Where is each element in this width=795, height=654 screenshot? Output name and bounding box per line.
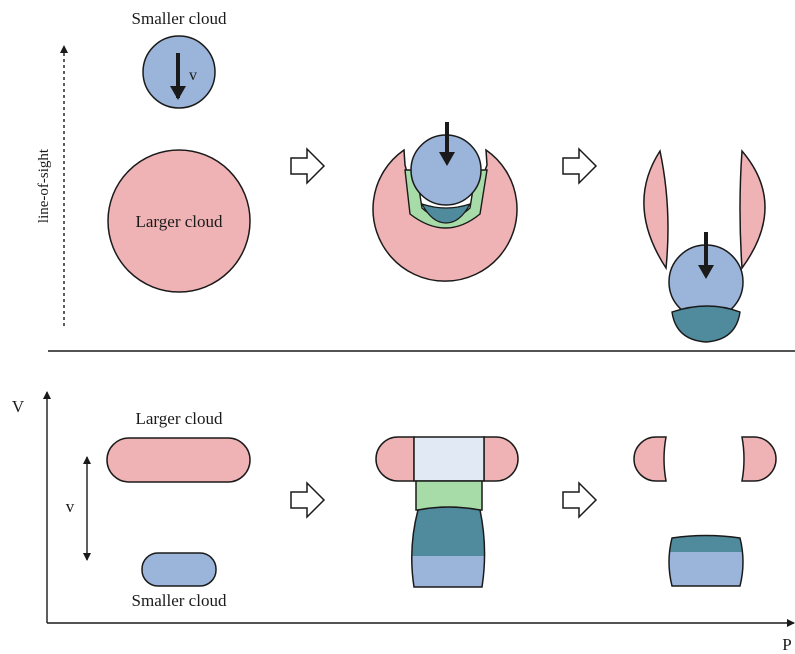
- emerging-cloud-pv: [669, 535, 743, 586]
- compressed-layer-pv: [415, 480, 483, 511]
- larger-cloud-pv-right-fragment: [741, 436, 777, 482]
- smaller-cloud-pv: [141, 552, 217, 587]
- process-arrow-icon-4: [562, 481, 598, 519]
- velocity-arrow-head-3: [698, 265, 714, 279]
- velocity-arrow-head: [170, 86, 186, 100]
- larger-cloud-fragment-right: [739, 149, 766, 271]
- larger-cloud-label-top: Larger cloud: [135, 212, 223, 231]
- process-arrow-icon: [290, 147, 326, 185]
- smaller-cloud-label-bottom: Smaller cloud: [132, 591, 227, 610]
- dense-cap: [671, 305, 741, 343]
- y-axis-label: V: [12, 397, 25, 416]
- larger-cloud-fragment-left: [643, 149, 669, 271]
- cavity-region: [413, 436, 485, 482]
- line-of-sight-label: line-of-sight: [36, 148, 52, 223]
- x-axis-label: P: [782, 635, 791, 654]
- merged-column: [411, 507, 485, 587]
- larger-cloud: [107, 149, 251, 293]
- smaller-cloud-label-top: Smaller cloud: [132, 9, 227, 28]
- larger-cloud-pv: [106, 437, 251, 483]
- top-panel: line-of-sight Smaller cloud v Larger clo…: [36, 9, 766, 343]
- larger-cloud-pv-left-fragment: [633, 436, 667, 482]
- larger-cloud-label-bottom: Larger cloud: [135, 409, 223, 428]
- dense-core: [420, 202, 472, 224]
- process-arrow-icon-2: [562, 147, 598, 185]
- larger-cloud-pv-left: [375, 436, 415, 482]
- bottom-panel: V P Larger cloud v Smaller cloud: [12, 391, 795, 654]
- velocity-label-bottom: v: [66, 497, 75, 516]
- larger-cloud-pv-right: [483, 436, 519, 482]
- merged-column-outline: [411, 506, 486, 588]
- process-arrow-icon-3: [290, 481, 326, 519]
- emerging-cloud-pv-outline: [668, 534, 744, 587]
- velocity-arrow-head-2: [439, 152, 455, 166]
- velocity-label-top: v: [189, 67, 197, 84]
